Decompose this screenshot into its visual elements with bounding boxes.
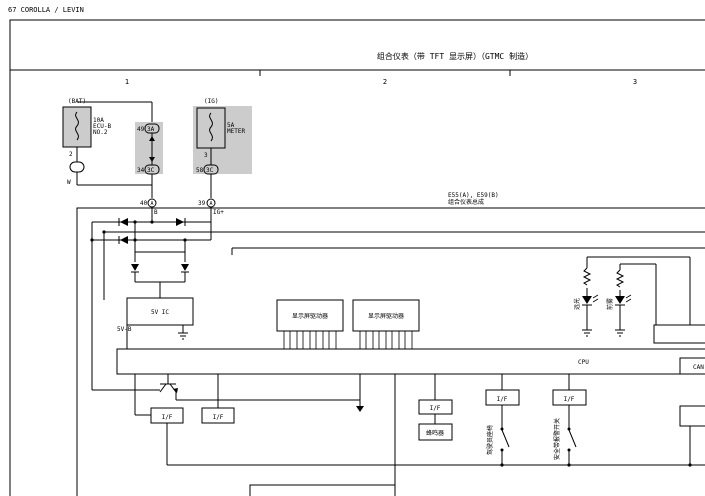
column-2-label: 2 (383, 78, 387, 86)
led-1-label: 远光 (573, 298, 581, 310)
meter-name: 组合仪表总成 (448, 198, 484, 206)
bat-fuse-rating: 10A (93, 117, 104, 124)
diode-1 (120, 218, 128, 226)
ig-wire-label: IG+ (213, 209, 224, 216)
bat-fuse-name: ECU-B (93, 123, 111, 130)
display-driver-2-label: 显示屏驱动器 (368, 313, 404, 320)
ig-fuse-label: (IG) (204, 98, 218, 105)
if-3-label: I/F (430, 405, 441, 412)
switch-2-label: 安全带报警开关 (553, 418, 561, 460)
display-driver-1-label: 显示屏驱动器 (292, 313, 328, 320)
cpu-label: CPU (578, 359, 589, 366)
resistor-2 (615, 269, 625, 288)
b-wire-label: B (154, 209, 158, 216)
if-4-label: I/F (497, 396, 508, 403)
regulator-label: 5V IC (151, 309, 169, 316)
ig-fuse-icon (209, 112, 213, 142)
bat-fuse-no: NO.2 (93, 129, 108, 136)
diode-5 (181, 264, 189, 271)
cpu-block (116, 348, 705, 375)
meter-boundary (76, 207, 705, 496)
led-driver-block (653, 324, 705, 344)
page-header: 67 COROLLA / LEVIN (8, 6, 84, 14)
ig-fuse-name: METER (227, 128, 245, 135)
display-driver-2-pins (359, 330, 413, 350)
if-5-label: I/F (564, 396, 575, 403)
diode-2 (176, 218, 184, 226)
bat-fuse-icon (75, 111, 79, 141)
ig-conn-letter: A (210, 201, 213, 207)
switch-1 (501, 429, 510, 448)
ig-pin: 39 (198, 200, 206, 207)
ig-conn-label: 3C (206, 167, 214, 174)
column-3-label: 3 (633, 78, 637, 86)
led-2 (615, 296, 625, 304)
ig-fuse-pin: 3 (204, 152, 208, 159)
b-pin: 40 (140, 200, 148, 207)
diode-4 (131, 264, 139, 271)
switch-1-label: 驾驶员座椅 (486, 425, 494, 455)
ig-conn-pin: 58 (196, 167, 204, 174)
junction-bottom-pin: 34 (137, 167, 145, 174)
ig-fuse-rating: 5A (227, 122, 235, 129)
led-1 (582, 296, 592, 304)
regulator-output-label: 5V-B (117, 326, 132, 333)
bat-wire-label: W (67, 179, 71, 186)
buzzer (418, 423, 453, 441)
bat-connector (69, 161, 85, 173)
diode-3 (120, 236, 128, 244)
junction-top-pin: 49 (137, 126, 145, 133)
if-2-label: I/F (213, 414, 224, 421)
b-conn-letter: A (151, 201, 154, 207)
bat-fuse-box (62, 106, 92, 148)
switch-2 (568, 429, 577, 448)
junction-top-conn: 3A (147, 126, 155, 133)
can-label: CAN (693, 364, 704, 371)
resistor-1 (582, 267, 592, 286)
buzzer-label: 蜂鸣器 (426, 429, 444, 437)
column-1-label: 1 (125, 78, 129, 86)
diagram-title: 组合仪表（带 TFT 显示屏）（GTMC 制造） (377, 51, 533, 61)
diagram-frame (9, 19, 705, 496)
right-edge-block (679, 405, 705, 427)
can-block (679, 357, 705, 375)
if-1-label: I/F (162, 414, 173, 421)
regulator-5v-ic (126, 297, 194, 326)
junction-bottom-conn: 3C (147, 167, 155, 174)
meter-code: E55(A), E59(B) (448, 192, 499, 199)
display-driver-1-pins (283, 330, 337, 350)
bat-fuse-pin: 2 (69, 151, 73, 158)
led-2-label: 前雾 (606, 298, 614, 310)
ig-fuse-box (196, 107, 226, 149)
